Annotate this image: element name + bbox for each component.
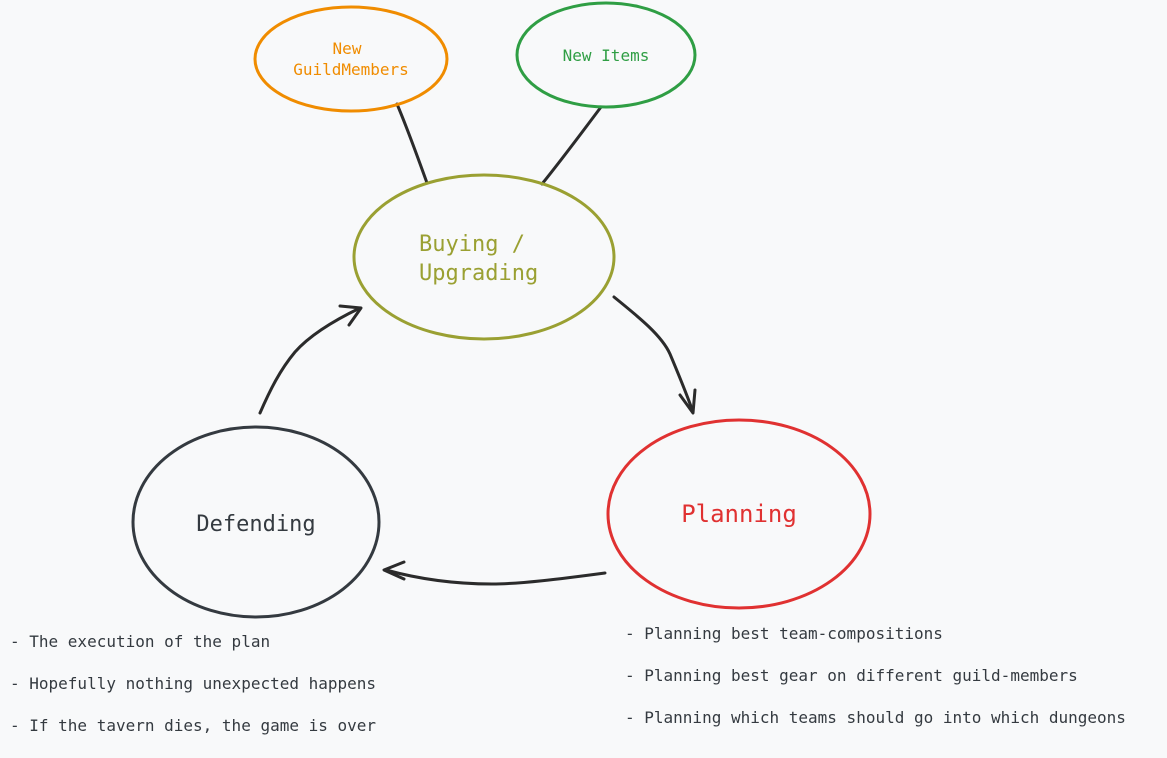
connector-items-to-buying — [540, 105, 603, 186]
defending-note: - The execution of the plan — [10, 632, 271, 651]
arrowhead-planning-to-defending — [382, 560, 406, 581]
arrowhead-defending-to-buying — [338, 304, 363, 327]
node-new-guildmembers[interactable]: New GuildMembers — [253, 5, 449, 113]
arrow-planning-to-defending — [384, 568, 607, 586]
arrowhead-buying-to-planning — [678, 388, 697, 415]
node-buying-upgrading-outline — [352, 173, 616, 341]
planning-note: - Planning best team-compositions — [625, 624, 943, 643]
defending-note: - If the tavern dies, the game is over — [10, 716, 377, 735]
arrow-buying-to-planning — [612, 295, 695, 414]
arrow-defending-to-buying — [258, 306, 362, 415]
node-new-guildmembers-outline — [253, 5, 449, 113]
node-defending[interactable]: Defending — [131, 425, 381, 619]
node-buying-upgrading-label-line1: Buying / — [419, 232, 525, 257]
planning-note: - Planning best gear on different guild-… — [625, 666, 1078, 685]
node-planning[interactable]: Planning — [606, 418, 872, 610]
node-new-guildmembers-label-line2: GuildMembers — [293, 60, 409, 79]
node-buying-upgrading[interactable]: Buying / Upgrading — [352, 173, 616, 341]
planning-notes: - Planning best team-compositions - Plan… — [625, 624, 1126, 750]
defending-notes: - The execution of the plan - Hopefully … — [10, 632, 376, 758]
defending-note: - Hopefully nothing unexpected happens — [10, 674, 377, 693]
node-defending-label: Defending — [196, 512, 315, 537]
node-planning-outline — [606, 418, 872, 610]
node-new-items-outline — [515, 1, 697, 109]
node-defending-outline — [131, 425, 381, 619]
node-new-items-label: New Items — [563, 46, 650, 65]
node-new-guildmembers-label-line1: New — [333, 39, 362, 58]
node-planning-label: Planning — [681, 500, 797, 528]
node-buying-upgrading-label-line2: Upgrading — [419, 261, 538, 286]
node-new-items[interactable]: New Items — [515, 1, 697, 109]
connector-guildmembers-to-buying — [395, 102, 429, 185]
planning-note: - Planning which teams should go into wh… — [625, 708, 1126, 727]
